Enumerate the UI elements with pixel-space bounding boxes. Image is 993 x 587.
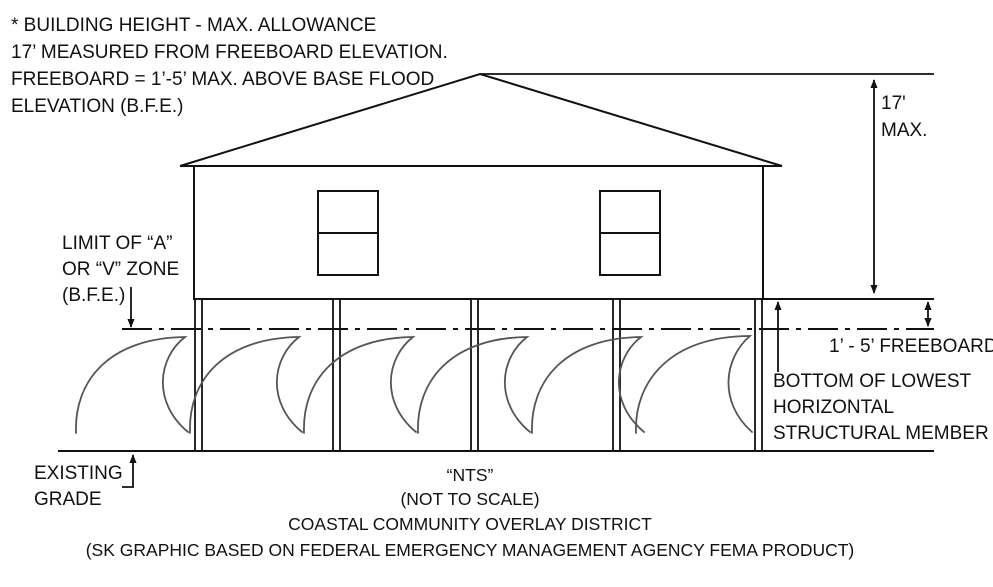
freeboard-label: 1’ - 5’ FREEBOARD [829,336,993,357]
note-line-1: * BUILDING HEIGHT - MAX. ALLOWANCE [11,15,376,36]
wave-6 [635,335,753,434]
grade-leader [122,454,137,488]
note-line-4: ELEVATION (B.F.E.) [11,96,183,117]
wave-4 [417,336,531,434]
bottom-label-line-2: HORIZONTAL [773,397,894,418]
source-caption: (SK GRAPHIC BASED ON FEDERAL EMERGENCY M… [86,540,855,560]
note-line-2: 17’ MEASURED FROM FREEBOARD ELEVATION. [11,42,448,63]
house-body [193,165,764,300]
wave-3 [303,336,417,434]
note-line-3: FREEBOARD = 1’-5’ MAX. ABOVE BASE FLOOD [11,69,434,90]
district-caption: COASTAL COMMUNITY OVERLAY DISTRICT [288,514,652,534]
wave-5 [531,336,645,434]
wave-2 [189,336,303,434]
bottom-label-line-1: BOTTOM OF LOWEST [773,371,971,392]
pile-2 [332,298,341,452]
height-dimension-value: 17' [881,93,906,114]
height-dimension-max: MAX. [881,120,927,141]
limit-label-line-1: LIMIT OF “A” [62,233,172,254]
bottom-label-line-3: STRUCTURAL MEMBER [773,423,989,444]
limit-label-line-3: (B.F.E.) [62,285,125,306]
pile-3 [470,298,479,452]
piles [194,298,763,452]
window-right [599,190,661,276]
pile-5 [754,298,763,452]
grade-label-line-2: GRADE [34,489,102,510]
waves [75,335,753,434]
limit-label-line-2: OR “V” ZONE [62,259,179,280]
nts-caption: “NTS” [447,465,494,485]
grade-label-line-1: EXISTING [34,463,123,484]
wave-1 [75,336,189,434]
window-left [317,190,379,276]
pile-1 [194,298,203,452]
not-to-scale-caption: (NOT TO SCALE) [400,489,539,509]
